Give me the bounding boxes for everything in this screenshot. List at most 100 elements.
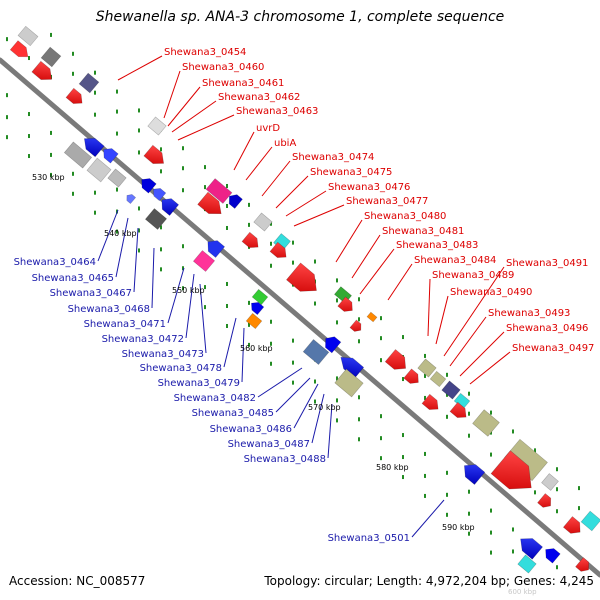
reverse-leader-line (327, 403, 333, 459)
forward-gene (241, 231, 259, 248)
cds-tick (380, 456, 382, 461)
cds-tick (446, 392, 448, 397)
cds-tick (336, 320, 338, 325)
cds-tick (182, 166, 184, 171)
forward-leader-line (167, 86, 201, 127)
cds-tick (270, 241, 272, 246)
forward-gene-label: Shewana3_0491 (506, 258, 588, 269)
forward-gene (337, 296, 353, 312)
reverse-gene (153, 188, 167, 202)
cds-tick (336, 278, 338, 283)
cds-tick (446, 372, 448, 377)
cds-tick (534, 490, 536, 495)
map-title: Shewanella sp. ANA-3 chromosome 1, compl… (95, 9, 505, 25)
reverse-gene (83, 138, 105, 158)
cds-tick (138, 228, 140, 233)
reverse-leader-line (199, 283, 207, 354)
forward-leader-line (117, 55, 163, 81)
forward-leader-line (459, 331, 505, 377)
cds-tick (512, 429, 514, 434)
reverse-gene (228, 194, 243, 209)
cds-tick (72, 191, 74, 196)
reverse-gene (545, 548, 561, 564)
scale-tick-label: 580 kbp (376, 463, 409, 472)
cds-tick (446, 414, 448, 419)
forward-gene (65, 87, 83, 104)
cds-tick (226, 303, 228, 308)
cds-tick (226, 183, 228, 188)
cds-tick (468, 489, 470, 494)
cds-tick (534, 448, 536, 453)
forward-gene-label: Shewana3_0460 (182, 62, 264, 73)
cds-tick (336, 418, 338, 423)
cds-tick (72, 51, 74, 56)
forward-gene-label: Shewana3_0483 (396, 240, 478, 251)
forward-leader-line (449, 316, 487, 367)
forward-gene (575, 557, 590, 572)
forward-gene (286, 262, 317, 292)
reverse-gene (325, 336, 342, 354)
reverse-leader-line (223, 317, 237, 368)
cds-tick (380, 358, 382, 363)
forward-gene (197, 191, 222, 215)
forward-gene (562, 516, 581, 534)
reverse-gene (161, 198, 180, 216)
scale-tick-label: 570 kbp (308, 403, 341, 412)
cds-tick (314, 399, 316, 404)
gene-block (253, 212, 273, 232)
gene-block (86, 157, 112, 183)
cds-tick (50, 172, 52, 177)
forward-leader-line (261, 160, 291, 197)
cds-tick (446, 512, 448, 517)
forward-gene (384, 349, 406, 370)
cds-tick (50, 130, 52, 135)
reverse-gene (464, 464, 486, 485)
cds-tick (512, 527, 514, 532)
cds-tick (248, 222, 250, 227)
forward-gene (421, 393, 439, 410)
forward-gene (143, 144, 165, 164)
forward-gene-label: Shewana3_0463 (236, 106, 318, 117)
cds-tick (160, 147, 162, 152)
cds-tick (358, 317, 360, 322)
forward-gene-label: Shewana3_0481 (382, 226, 464, 237)
cds-tick (424, 395, 426, 400)
gene-block (144, 208, 168, 230)
cds-tick (402, 377, 404, 382)
forward-gene (9, 40, 29, 58)
cds-tick (182, 286, 184, 291)
cds-tick (248, 202, 250, 207)
forward-gene (490, 450, 532, 490)
cds-tick (380, 336, 382, 341)
reverse-leader-line (275, 377, 311, 413)
cds-tick (424, 451, 426, 456)
cds-tick (204, 285, 206, 290)
cds-tick (138, 108, 140, 113)
cds-tick (182, 266, 184, 271)
cds-tick (490, 508, 492, 513)
forward-leader-line (245, 146, 273, 181)
cds-tick (358, 339, 360, 344)
cds-tick (314, 301, 316, 306)
cds-tick (380, 414, 382, 419)
reverse-gene-label: Shewana3_0482 (174, 393, 256, 404)
cds-tick (292, 360, 294, 365)
scale-tick-label: 560 kbp (240, 344, 273, 353)
topology-label: Topology: circular; Length: 4,972,204 bp… (264, 574, 594, 588)
gene-block (107, 168, 127, 188)
gene-features (9, 25, 600, 574)
reverse-leader-line (115, 217, 129, 278)
cds-tick (468, 433, 470, 438)
cds-tick (358, 395, 360, 400)
gene-block (472, 409, 500, 437)
forward-gene-label: ubiA (274, 138, 296, 149)
cds-tick (116, 109, 118, 114)
scale-tick-label: 530 kbp (32, 173, 65, 182)
cds-tick (424, 373, 426, 378)
gene-block (245, 312, 263, 330)
cds-tick (116, 89, 118, 94)
cds-tick (578, 486, 580, 491)
cds-tick (138, 248, 140, 253)
forward-gene-label: Shewana3_0489 (432, 270, 514, 281)
